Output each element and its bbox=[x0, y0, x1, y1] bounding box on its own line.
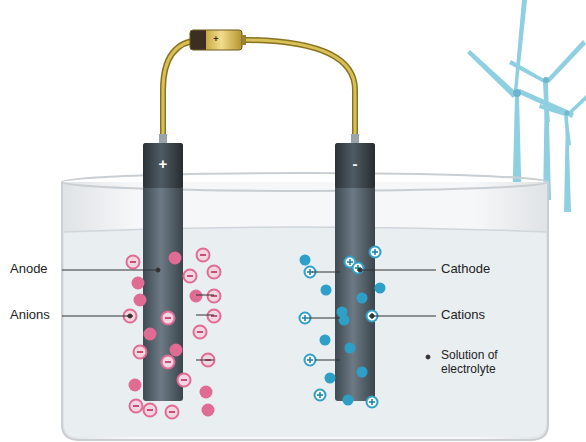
beaker bbox=[62, 173, 548, 440]
anion bbox=[200, 386, 213, 399]
battery bbox=[190, 30, 242, 50]
part-label: Anions bbox=[10, 308, 50, 323]
anion bbox=[132, 277, 145, 290]
cation bbox=[357, 293, 368, 304]
anion bbox=[169, 252, 182, 265]
anion-charged bbox=[208, 310, 221, 323]
anion-charged bbox=[208, 266, 221, 279]
cation-charged bbox=[305, 355, 316, 366]
part-label: Anode bbox=[10, 262, 48, 277]
cation bbox=[375, 283, 386, 294]
anion bbox=[202, 404, 215, 417]
anion bbox=[134, 294, 147, 307]
part-label: Solution of electrolyte bbox=[441, 349, 519, 377]
cation bbox=[345, 343, 356, 354]
cation bbox=[320, 335, 331, 346]
anion-charged bbox=[130, 400, 143, 413]
anion-charged bbox=[166, 406, 179, 419]
electrode-sign: - bbox=[345, 155, 365, 172]
cathode-electrode bbox=[335, 134, 375, 401]
anion-charged bbox=[184, 270, 197, 283]
part-label: Cathode bbox=[441, 262, 490, 277]
anion-charged bbox=[127, 256, 140, 269]
cation bbox=[337, 307, 348, 318]
anion-charged bbox=[134, 346, 147, 359]
electrode-sign: + bbox=[153, 155, 173, 172]
cation bbox=[343, 395, 354, 406]
part-label: Cations bbox=[441, 308, 485, 323]
cation bbox=[300, 255, 311, 266]
cation-charged bbox=[370, 247, 381, 258]
anion-charged bbox=[208, 290, 221, 303]
anion-charged bbox=[144, 404, 157, 417]
anion-charged bbox=[194, 326, 207, 339]
anode-electrode bbox=[143, 134, 183, 401]
anion-charged bbox=[178, 374, 191, 387]
anion-charged bbox=[162, 312, 175, 325]
ions bbox=[124, 247, 386, 419]
anion bbox=[170, 344, 183, 357]
anion bbox=[144, 328, 157, 341]
cation bbox=[325, 373, 336, 384]
cation bbox=[357, 367, 368, 378]
leader-lines bbox=[62, 268, 436, 360]
wire bbox=[163, 30, 355, 140]
battery-sign: + bbox=[211, 34, 221, 44]
anion bbox=[190, 290, 203, 303]
cation-charged bbox=[315, 390, 326, 401]
anion-charged bbox=[197, 249, 210, 262]
cation-charged bbox=[367, 397, 378, 408]
cation bbox=[321, 285, 332, 296]
anion bbox=[129, 379, 142, 392]
cation-charged bbox=[353, 263, 364, 274]
anion-charged bbox=[162, 356, 175, 369]
